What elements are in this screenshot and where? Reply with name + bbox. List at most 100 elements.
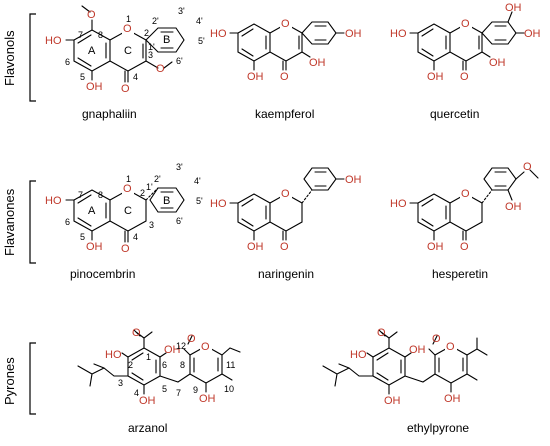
quercetin-ho7: HO (390, 28, 407, 40)
atom-oh5: OH (86, 81, 103, 93)
arz-num-10: 10 (224, 384, 234, 394)
hesperetin-oh3p: OH (505, 201, 522, 213)
num-6p: 6' (176, 56, 183, 66)
ring-label-a: A (88, 45, 96, 57)
quercetin-o1: O (461, 18, 470, 30)
arz-num-5: 5 (162, 384, 167, 394)
kaempferol-oh5: OH (247, 71, 264, 83)
structure-ethylpyrone: O O O HO OH OH OH ethylpyrone (322, 327, 488, 435)
quercetin-oh3: OH (489, 57, 506, 69)
caption-hesperetin: hesperetin (432, 267, 488, 281)
naringenin-ho7: HO (210, 198, 227, 210)
bracket-pyrones (29, 342, 36, 415)
arzanol-oh9: OH (199, 393, 216, 405)
arzanol-o-ring: O (201, 341, 210, 353)
pin-num-2: 2 (140, 188, 145, 198)
arzanol-o-acetyl: O (132, 327, 141, 339)
arz-num-12: 12 (176, 341, 186, 351)
hesperetin-o4: O (460, 241, 469, 253)
pinocembrin-o1: O (123, 183, 132, 195)
naringenin-o1: O (281, 188, 290, 200)
structure-naringenin: O HO OH O OH naringenin (210, 167, 362, 281)
atom-ho7: HO (45, 35, 62, 47)
arzanol-o-carbonyl: O (187, 333, 196, 345)
ring-label-c: C (124, 45, 132, 57)
hesperetin-ho7: HO (390, 198, 407, 210)
num-4: 4 (133, 72, 138, 82)
pin-num-2p: 2' (154, 174, 161, 184)
pinocembrin-o4: O (121, 243, 130, 255)
num-3: 3 (148, 50, 153, 60)
num-2p: 2' (152, 16, 159, 26)
pin-num-8: 8 (98, 190, 103, 200)
pinocembrin-ring-c: C (124, 205, 132, 217)
naringenin-o4: O (280, 241, 289, 253)
pin-num-1: 1 (126, 174, 131, 184)
arz-num-9: 9 (193, 385, 198, 395)
ethylpyrone-oh4: OH (384, 395, 401, 407)
bracket-flavanones (29, 180, 36, 264)
arz-num-7: 7 (176, 388, 181, 398)
structure-arzanol: O O O HO OH OH OH 1 2 3 4 5 6 7 8 9 10 1… (77, 327, 241, 435)
quercetin-oh4p: OH (524, 28, 541, 40)
ethylpyrone-ho2: HO (350, 349, 367, 361)
pinocembrin-ring-a: A (88, 205, 96, 217)
pinocembrin-ring-b: B (163, 195, 170, 207)
arz-num-11: 11 (226, 360, 235, 370)
pin-num-4: 4 (133, 232, 138, 242)
kaempferol-ho7: HO (210, 28, 227, 40)
kaempferol-oh4p: OH (345, 28, 362, 40)
arz-num-3: 3 (118, 378, 123, 388)
arz-num-2: 2 (128, 360, 133, 370)
pin-num-3: 3 (149, 220, 154, 230)
quercetin-oh5: OH (427, 71, 444, 83)
caption-kaempferol: kaempferol (255, 107, 314, 121)
naringenin-oh4p: OH (345, 174, 362, 186)
caption-naringenin: naringenin (258, 267, 314, 281)
caption-arzanol: arzanol (128, 421, 167, 435)
atom-o4: O (121, 83, 130, 95)
group-label-pyrones: Pyrones (2, 357, 17, 405)
atom-o8: O (87, 9, 96, 21)
pin-num-5p: 5' (196, 196, 203, 206)
num-1: 1 (126, 14, 131, 24)
quercetin-oh3p: OH (505, 2, 522, 14)
kaempferol-oh3: OH (309, 57, 326, 69)
pin-num-1p: 1' (146, 182, 153, 192)
num-4p: 4' (196, 16, 203, 26)
pin-num-5: 5 (80, 232, 85, 242)
ethylpyrone-oh6: OH (409, 344, 426, 356)
ethylpyrone-o-acetyl: O (377, 327, 386, 339)
group-label-flavanones: Flavanones (2, 188, 17, 256)
hesperetin-oh5: OH (427, 241, 444, 253)
ethylpyrone-o-ring: O (446, 341, 455, 353)
pinocembrin-oh5: OH (86, 241, 103, 253)
ethylpyrone-oh9: OH (444, 393, 461, 405)
num-2: 2 (144, 28, 149, 38)
hesperetin-ome-o: O (523, 161, 532, 173)
num-8: 8 (98, 30, 103, 40)
pin-num-7: 7 (78, 190, 83, 200)
arz-num-6: 6 (162, 360, 167, 370)
quercetin-o4: O (460, 71, 469, 83)
arzanol-ho2: HO (105, 349, 122, 361)
caption-ethylpyrone: ethylpyrone (407, 421, 469, 435)
ethylpyrone-o-carbonyl: O (432, 333, 441, 345)
pinocembrin-ho7: HO (45, 195, 62, 207)
atom-o3: O (156, 63, 165, 75)
num-5p: 5' (198, 36, 205, 46)
kaempferol-o4: O (280, 71, 289, 83)
num-1p: 1' (148, 42, 155, 52)
arzanol-oh6: OH (164, 344, 181, 356)
arz-num-8: 8 (180, 360, 185, 370)
caption-quercetin: quercetin (430, 107, 479, 121)
bracket-flavonols (29, 13, 36, 102)
structure-gnaphaliin: O O O O HO OH A C B 1 2 3 4 5 6 7 8 1' 2… (45, 5, 205, 121)
kaempferol-o1: O (281, 18, 290, 30)
num-3p: 3' (178, 6, 185, 16)
hesperetin-o1: O (461, 188, 470, 200)
pin-num-3p: 3' (176, 162, 183, 172)
structure-quercetin: O HO OH OH OH O OH quercetin (390, 2, 541, 121)
structure-pinocembrin: O HO O OH A C B 1 2 3 4 5 6 7 8 1' 2' 3'… (45, 162, 203, 281)
